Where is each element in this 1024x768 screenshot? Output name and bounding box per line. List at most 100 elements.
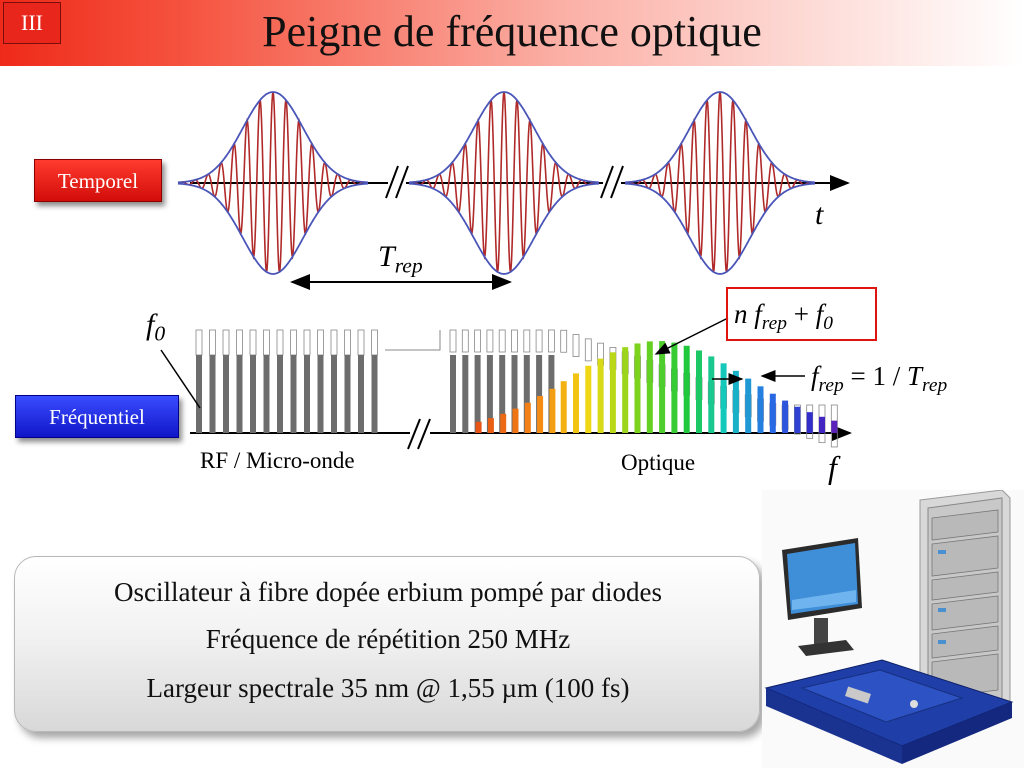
comb-line-color-29 bbox=[806, 412, 813, 433]
comb-outline-rf-4 bbox=[249, 329, 257, 356]
comb-line-color-25 bbox=[757, 386, 764, 433]
comb-outline-rf-11 bbox=[344, 329, 351, 356]
comb-outline-rf-3 bbox=[236, 329, 243, 356]
comb-line-color-16 bbox=[646, 341, 653, 433]
comb-line-color-2 bbox=[475, 421, 482, 433]
comb-line-color-11 bbox=[585, 365, 592, 433]
pulse-carrier-3 bbox=[624, 91, 816, 273]
comb-line-color-30 bbox=[819, 416, 825, 433]
comb-line-color-31 bbox=[831, 420, 838, 433]
comb-outline-opt-3 bbox=[486, 329, 494, 353]
comb-line-color-28 bbox=[794, 406, 801, 433]
comb-outline-opt-2 bbox=[474, 329, 482, 353]
comb-line-color-21 bbox=[708, 356, 715, 433]
trep-label: Trep bbox=[378, 240, 423, 278]
comb-outline-rf-6 bbox=[276, 329, 284, 356]
comb-outline-rf-0 bbox=[195, 329, 203, 356]
comb-outline-opt-1 bbox=[461, 329, 469, 353]
device-photo bbox=[762, 490, 1024, 768]
spec-line-3: Largeur spectrale 35 nm @ 1,55 µm (100 f… bbox=[146, 673, 630, 703]
comb-line-rf-13 bbox=[371, 355, 378, 433]
comb-line-rf-0 bbox=[196, 355, 202, 433]
comb-outline-opt-9 bbox=[560, 329, 568, 353]
comb-line-gray-4 bbox=[499, 355, 506, 433]
optical-label: Optique bbox=[621, 450, 696, 475]
pulse-envelope-1-upper bbox=[177, 91, 369, 184]
freq-axis-break bbox=[407, 418, 431, 450]
comb-bridge bbox=[385, 330, 441, 351]
comb-line-color-5 bbox=[512, 408, 519, 433]
spec-line-1: Oscillateur à fibre dopée erbium pompé p… bbox=[113, 577, 663, 607]
comb-outline-opt-6 bbox=[523, 329, 531, 353]
comb-line-rf-1 bbox=[209, 355, 216, 433]
comb-line-color-3 bbox=[487, 418, 494, 433]
comb-line-gray-5 bbox=[511, 355, 518, 433]
comb-outline-rf-5 bbox=[263, 329, 270, 356]
comb-line-rf-10 bbox=[331, 355, 337, 433]
rf-label: RF / Micro-onde bbox=[200, 448, 355, 473]
comb-line-color-22 bbox=[720, 363, 727, 433]
comb-outline-opt-7 bbox=[535, 329, 543, 353]
time-axis-label: t bbox=[815, 198, 824, 231]
comb-outline-rf-1 bbox=[209, 329, 216, 356]
frep-relation: frep = 1 / Trep bbox=[811, 361, 948, 396]
comb-line-rf-11 bbox=[344, 355, 351, 433]
comb-outline-rf-8 bbox=[303, 329, 311, 356]
comb-line-rf-8 bbox=[304, 355, 310, 433]
pulse-train bbox=[177, 91, 816, 275]
pulse-envelope-2-upper bbox=[408, 91, 600, 184]
comb-line-color-9 bbox=[560, 381, 567, 433]
comb-line-gray-6 bbox=[523, 355, 530, 433]
comb-line-rf-7 bbox=[290, 355, 297, 433]
comb-line-color-4 bbox=[500, 413, 507, 433]
comb-line-rf-6 bbox=[277, 355, 283, 433]
pulse-envelope-3-upper bbox=[624, 91, 816, 184]
pulse-envelope-2-lower bbox=[408, 182, 600, 275]
comb-line-color-14 bbox=[622, 347, 629, 433]
comb-line-color-15 bbox=[634, 343, 641, 433]
time-axis-break-2 bbox=[600, 165, 624, 200]
comb-line-gray-1 bbox=[462, 355, 469, 433]
comb-line-rf-12 bbox=[358, 355, 364, 433]
comb-line-color-17 bbox=[659, 341, 666, 433]
slide-title: Peigne de fréquence optique bbox=[262, 7, 762, 56]
comb-line-color-24 bbox=[745, 378, 752, 433]
f0-label: f0 bbox=[146, 308, 166, 346]
mode-formula: n frep + f0 bbox=[734, 299, 833, 334]
comb-outline-opt-4 bbox=[498, 329, 506, 353]
section-badge: III bbox=[3, 2, 61, 44]
slide-header: III Peigne de fréquence optique bbox=[0, 0, 1024, 66]
frequentiel-label: Fréquentiel bbox=[15, 395, 179, 438]
pulse-envelope-3-lower bbox=[624, 182, 816, 275]
comb-outline-opt-0 bbox=[449, 329, 457, 353]
pulse-carrier-1 bbox=[177, 91, 369, 273]
comb-line-color-20 bbox=[696, 350, 702, 433]
comb-line-color-26 bbox=[769, 393, 776, 433]
freq-axis-label: f bbox=[828, 449, 837, 485]
comb-line-rf-5 bbox=[263, 355, 270, 433]
time-axis-break-1 bbox=[385, 165, 409, 200]
comb-outline-rf-2 bbox=[222, 329, 230, 356]
mode-pointer bbox=[654, 317, 729, 355]
comb-outline-opt-10 bbox=[572, 334, 580, 357]
comb-outline-rf-10 bbox=[330, 329, 338, 356]
mode-formula-box bbox=[726, 287, 877, 341]
comb-outline-opt-8 bbox=[548, 329, 555, 353]
comb-line-gray-7 bbox=[536, 355, 543, 433]
comb-line-color-18 bbox=[671, 342, 678, 433]
comb-outline-opt-5 bbox=[511, 329, 518, 353]
comb-outline-rf-13 bbox=[371, 329, 378, 356]
comb-line-rf-9 bbox=[317, 355, 324, 433]
comb-line-color-27 bbox=[782, 400, 789, 433]
comb-line-color-6 bbox=[524, 402, 531, 433]
comb-line-gray-3 bbox=[486, 355, 493, 433]
frequency-comb bbox=[195, 329, 838, 448]
comb-line-color-13 bbox=[609, 352, 616, 433]
f0-pointer bbox=[160, 349, 201, 409]
comb-outline-rf-12 bbox=[357, 329, 365, 356]
temporel-label: Temporel bbox=[34, 159, 162, 202]
comb-line-gray-0 bbox=[450, 355, 456, 433]
specs-box: Oscillateur à fibre dopée erbium pompé p… bbox=[14, 556, 760, 732]
pulse-carrier-2 bbox=[408, 91, 600, 273]
comb-line-color-8 bbox=[549, 388, 556, 433]
